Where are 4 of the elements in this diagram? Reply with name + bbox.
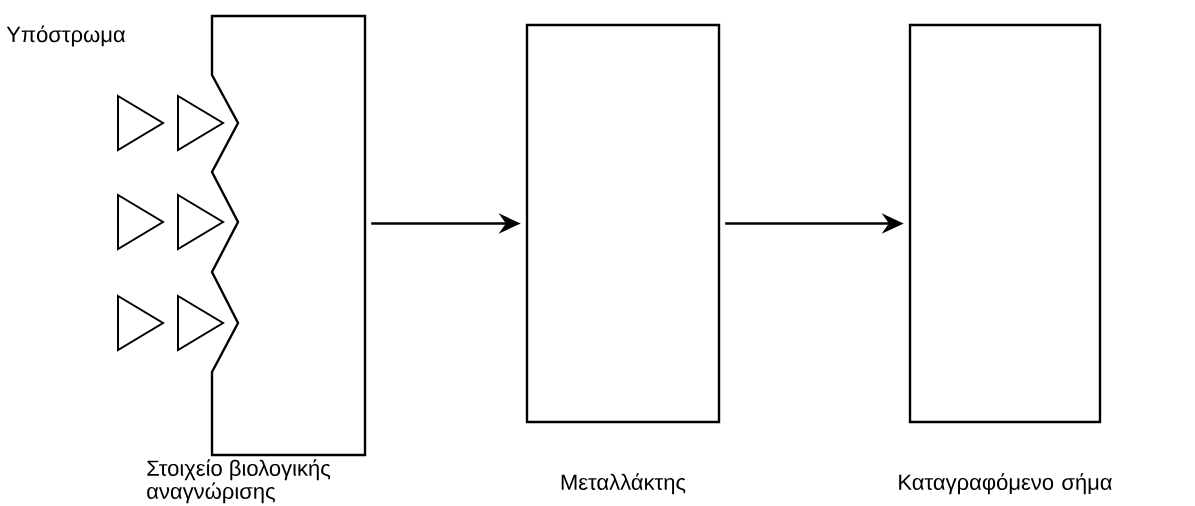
box-label: Καταγραφόμενο σήμα (899, 473, 1112, 495)
box-label: Στοιχείο βιολογικής αναγνώρισης (147, 459, 331, 504)
box-label: Μεταλλάκτης (561, 473, 686, 495)
substrate-label: Υπόστρωμα (6, 25, 126, 47)
